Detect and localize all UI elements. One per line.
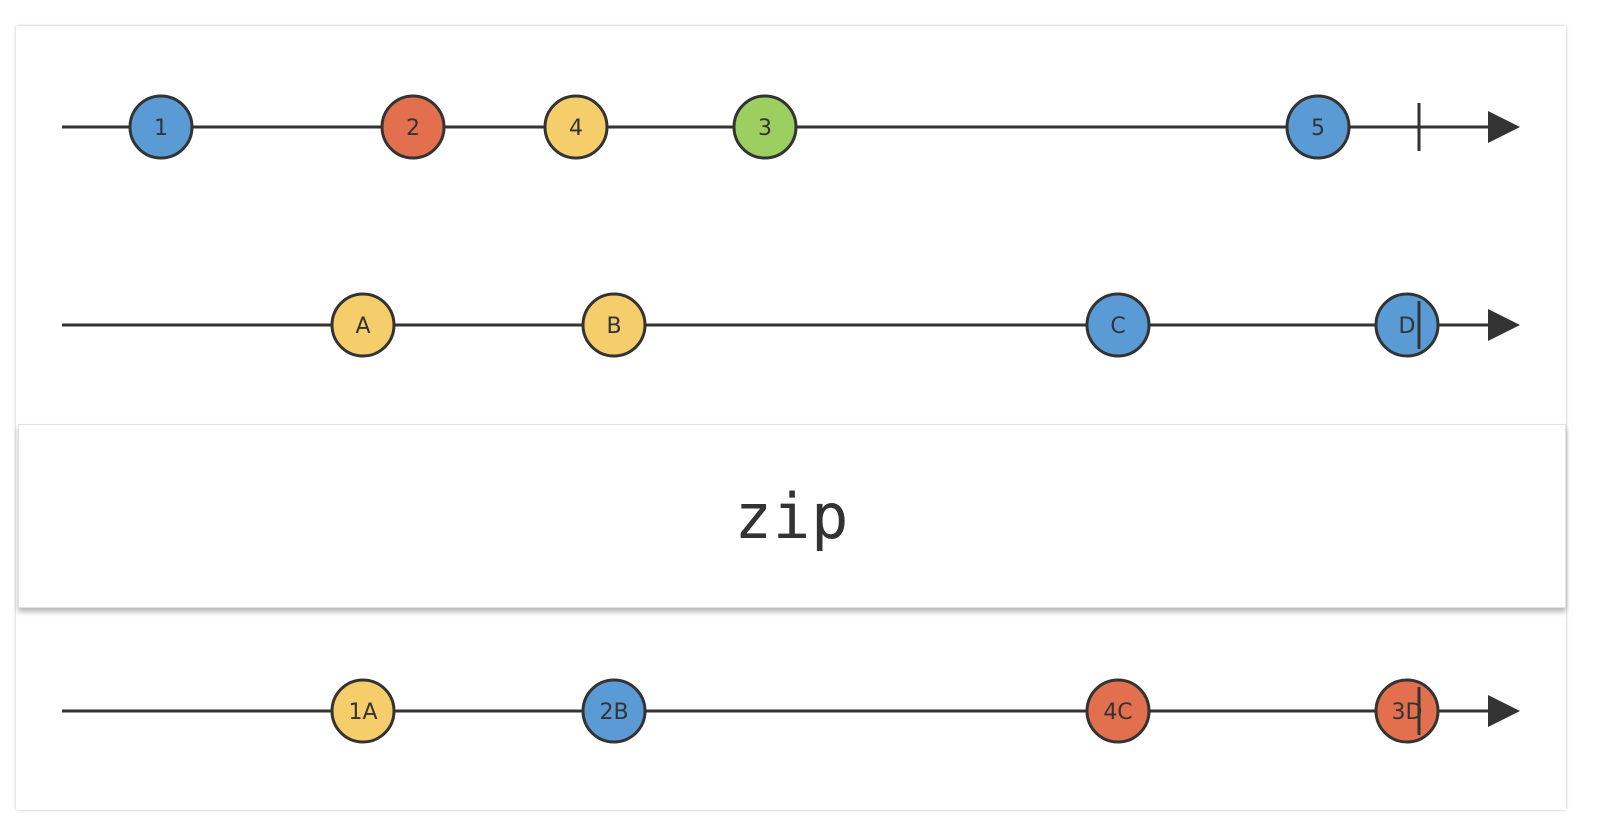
marble-1A: 1A [330,678,396,744]
operator-box: zip [18,424,1566,608]
marble-C: C [1085,292,1151,358]
marble-3: 3 [732,94,798,160]
marble-circle [380,94,446,160]
marble-5: 5 [1285,94,1351,160]
marble-circle [1285,94,1351,160]
marble-label: D [1399,314,1416,339]
marble-3D: 3D [1374,678,1440,744]
marble-2: 2 [380,94,446,160]
marble-circle [543,94,609,160]
input-stream-1: 1 2 4 3 5 [0,67,1604,187]
input-stream-2-svg: A B C D [62,292,1520,358]
marble-circle [128,94,194,160]
marble-label: 4C [1103,700,1132,725]
marble-4: 4 [543,94,609,160]
marble-circle [1374,292,1440,358]
operator-label: zip [734,479,850,553]
output-stream-svg: 1A 2B 4C 3D [62,678,1520,744]
marble-circle [330,292,396,358]
marble-label: 3 [758,116,772,141]
marble-label: 2B [599,700,628,725]
marble-B: B [581,292,647,358]
marble-circle [581,678,647,744]
marble-label: C [1110,314,1125,339]
marble-circle [330,678,396,744]
marble-1: 1 [128,94,194,160]
marble-circle [1374,678,1440,744]
marble-A: A [330,292,396,358]
input-stream-2: A B C D [0,265,1604,385]
marble-label: 3D [1392,700,1423,725]
timeline-arrowhead [1488,695,1520,727]
marble-label: A [355,314,370,339]
marble-label: 4 [569,116,583,141]
marble-label: 5 [1311,116,1325,141]
marble-circle [581,292,647,358]
marble-2B: 2B [581,678,647,744]
input-stream-1-svg: 1 2 4 3 5 [62,94,1520,160]
marble-label: 1 [154,116,168,141]
marble-label: 2 [406,116,420,141]
marble-4C: 4C [1085,678,1151,744]
marble-D: D [1374,292,1440,358]
marble-label: 1A [348,700,377,725]
marble-circle [732,94,798,160]
timeline-arrowhead [1488,309,1520,341]
output-stream: 1A 2B 4C 3D [0,651,1604,771]
marble-circle [1085,292,1151,358]
marble-label: B [606,314,621,339]
marble-circle [1085,678,1151,744]
timeline-arrowhead [1488,111,1520,143]
